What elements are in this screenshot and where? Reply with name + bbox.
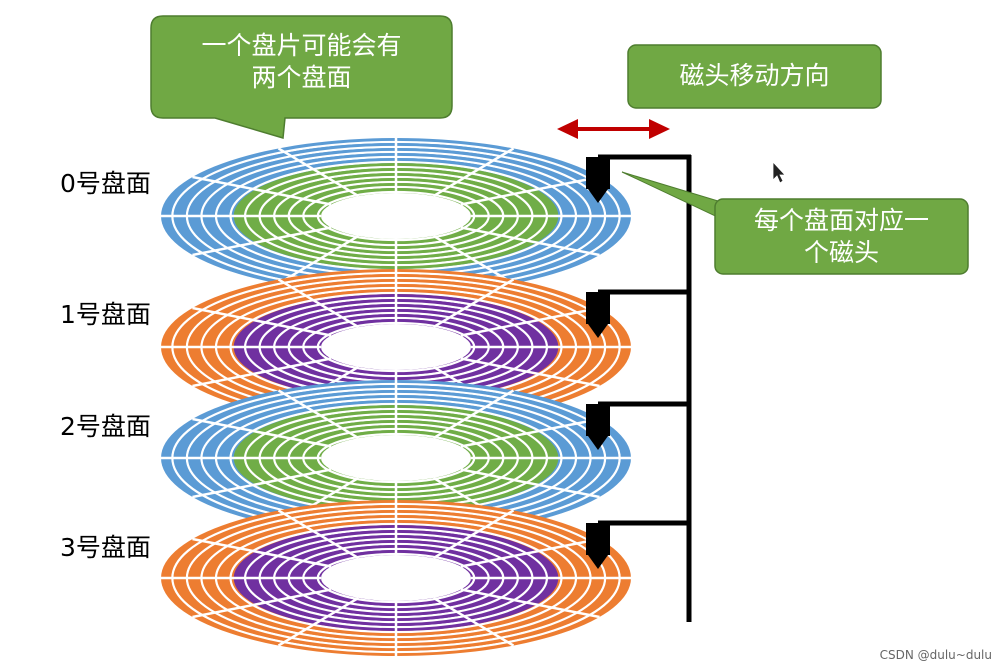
platter-2-sector-line <box>192 417 332 448</box>
platter-2-sector-line <box>192 468 332 499</box>
callout-head-pointer <box>621 171 729 223</box>
platter-3-spindle-hole <box>321 555 471 601</box>
head-3-block <box>586 523 610 555</box>
callout-head-line2: 个磁头 <box>803 238 879 267</box>
platter-0-sector-line <box>192 226 332 257</box>
platter-3-sector-line <box>277 596 360 647</box>
platter-3-sector-line <box>432 509 515 560</box>
platter-3-sector-line <box>192 537 332 568</box>
head-1-tip <box>588 324 608 338</box>
head-0-tip <box>588 189 608 203</box>
platter-2-sector-line <box>460 468 600 499</box>
platter-label-2: 2号盘面 <box>60 412 151 441</box>
platter-3-sector-line <box>460 588 600 619</box>
platter-1-sector-line <box>192 357 332 388</box>
platter-1 <box>161 269 631 425</box>
platter-0-spindle-hole <box>321 193 471 239</box>
platter-2-sector-line <box>460 417 600 448</box>
callout-head-box <box>714 198 969 275</box>
platter-0-sector-line <box>460 226 600 257</box>
read-write-head-2 <box>586 401 691 450</box>
read-write-head-0 <box>586 154 691 203</box>
platter-label-0: 0号盘面 <box>60 169 151 198</box>
platter-2-spindle-hole <box>321 435 471 481</box>
callout-top-line1: 一个盘片可能会有 <box>201 31 402 60</box>
head-2-tip <box>588 436 608 450</box>
callout-head-text: 每个盘面对应一 个磁头 <box>715 205 968 269</box>
platter-1-sector-line <box>192 306 332 337</box>
platter-3-sector-line <box>192 588 332 619</box>
platter-3-sector-line <box>277 509 360 560</box>
callout-top-line2: 两个盘面 <box>251 63 352 92</box>
platter-label-3: 3号盘面 <box>60 533 151 562</box>
callout-direction-text: 磁头移动方向 <box>679 61 830 90</box>
platter-1-sector-line <box>460 357 600 388</box>
platter-1-spindle-hole <box>321 324 471 370</box>
platter-1-sector-line <box>460 306 600 337</box>
platter-3-sector-line <box>432 596 515 647</box>
platter-3-sector-line <box>460 537 600 568</box>
platter-0-sector-line <box>460 175 600 206</box>
mouse-cursor-icon <box>772 160 786 184</box>
head-2-block <box>586 404 610 436</box>
callout-top-bubble <box>150 15 453 139</box>
platter-0-sector-line <box>432 234 515 285</box>
platter-0-sector-line <box>192 175 332 206</box>
platter-0-sector-line <box>277 147 360 198</box>
watermark: CSDN @dulu~dulu <box>879 648 992 662</box>
head-1-block <box>586 292 610 324</box>
platter-0-sector-line <box>432 147 515 198</box>
platter-3 <box>161 500 631 656</box>
platter-2-sector-line <box>277 389 360 440</box>
head-0-block <box>586 157 610 189</box>
platter-label-1: 1号盘面 <box>60 300 151 329</box>
head-3-tip <box>588 555 608 569</box>
platter-0-sector-line <box>277 234 360 285</box>
read-write-head-1 <box>586 289 691 338</box>
platter-1-sector-line <box>432 278 515 329</box>
double-arrow-icon <box>557 119 670 139</box>
callout-direction-box <box>627 44 882 109</box>
platters-layer <box>161 138 631 656</box>
platter-1-sector-line <box>277 278 360 329</box>
platter-0 <box>161 138 631 294</box>
read-write-head-3 <box>586 520 691 569</box>
platter-2-sector-line <box>432 389 515 440</box>
actuator-arm <box>586 154 692 622</box>
callout-top-text: 一个盘片可能会有 两个盘面 <box>151 30 452 94</box>
callout-head-line1: 每个盘面对应一 <box>753 206 929 235</box>
platter-2 <box>161 380 631 536</box>
